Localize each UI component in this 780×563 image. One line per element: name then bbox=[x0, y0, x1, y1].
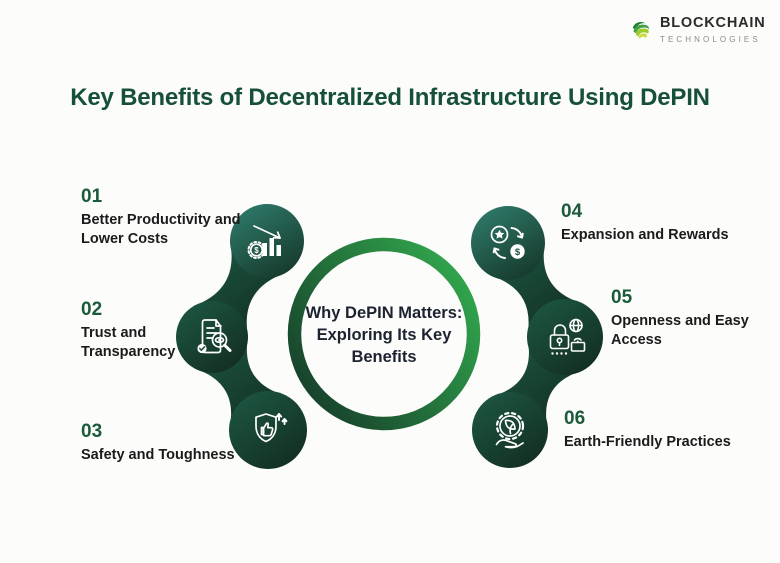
benefit-number: 03 bbox=[81, 421, 103, 442]
benefit-label: Trust and Transparency bbox=[81, 325, 176, 360]
benefit-item-06: 06 Earth-Friendly Practices bbox=[564, 408, 780, 452]
benefit-item-04: 04 Expansion and Rewards bbox=[561, 201, 776, 245]
brand-logo-text: BLOCKCHAIN TECHNOLOGIES bbox=[660, 15, 766, 44]
node-circle-05 bbox=[527, 299, 603, 375]
benefit-item-01: 01 Better Productivity and Lower Costs bbox=[81, 186, 251, 249]
benefit-number: 05 bbox=[611, 287, 633, 308]
benefit-number: 06 bbox=[564, 408, 586, 429]
benefit-number: 01 bbox=[81, 186, 103, 207]
svg-text:$: $ bbox=[254, 246, 259, 255]
padlock-globe-icon bbox=[549, 318, 586, 355]
node-circle-04 bbox=[471, 206, 545, 280]
benefit-label: Safety and Toughness bbox=[81, 447, 235, 463]
node-circle-01 bbox=[230, 204, 304, 278]
benefit-label: Expansion and Rewards bbox=[561, 227, 729, 243]
svg-text:$: $ bbox=[515, 247, 521, 258]
hand-holding-globe-icon bbox=[495, 411, 525, 449]
document-magnifier-icon bbox=[197, 319, 232, 354]
brand-subtitle: TECHNOLOGIES bbox=[660, 34, 761, 44]
benefit-label: Openness and Easy Access bbox=[611, 313, 749, 348]
brand-logo-swirl-icon bbox=[632, 22, 650, 39]
center-circle-text: Why DePIN Matters: Exploring Its Key Ben… bbox=[305, 304, 463, 366]
shield-thumbs-up-icon bbox=[255, 413, 288, 443]
benefit-number: 04 bbox=[561, 201, 583, 222]
brand-name: BLOCKCHAIN bbox=[660, 15, 766, 31]
page-title: Key Benefits of Decentralized Infrastruc… bbox=[70, 84, 710, 111]
center-ring bbox=[287, 237, 481, 431]
benefit-label: Better Productivity and Lower Costs bbox=[81, 212, 241, 247]
benefit-item-05: 05 Openness and Easy Access bbox=[611, 287, 771, 350]
brand-logo: BLOCKCHAIN TECHNOLOGIES bbox=[630, 15, 766, 44]
benefit-item-02: 02 Trust and Transparency bbox=[81, 299, 211, 362]
benefit-item-03: 03 Safety and Toughness bbox=[81, 421, 311, 465]
benefit-label: Earth-Friendly Practices bbox=[564, 434, 731, 450]
declining-cost-chart-icon: $ bbox=[247, 225, 281, 259]
benefit-number: 02 bbox=[81, 299, 103, 320]
node-circle-03 bbox=[229, 391, 307, 469]
star-dollar-exchange-icon: $ bbox=[490, 225, 525, 259]
node-circle-02 bbox=[176, 301, 248, 373]
